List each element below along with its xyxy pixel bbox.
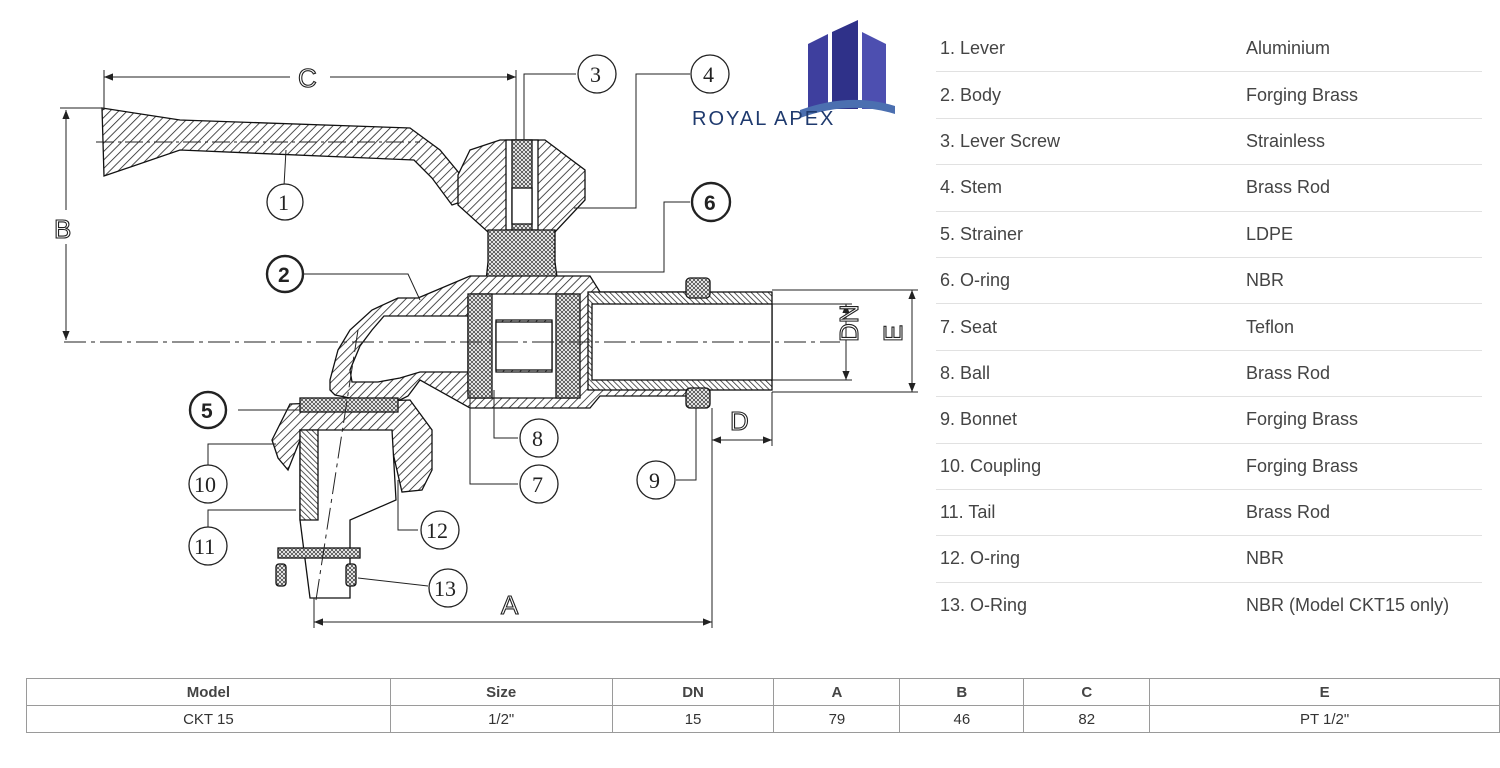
- royal-apex-logo: [800, 20, 895, 118]
- spec-cell: PT 1/2": [1149, 705, 1500, 733]
- svg-text:10: 10: [194, 472, 216, 497]
- part-name: 9. Bonnet: [940, 409, 1018, 430]
- spec-cell: 79: [773, 705, 901, 733]
- callout-1: 1: [266, 183, 304, 221]
- part-material: Brass Rod: [1246, 362, 1331, 383]
- callout-9: 9: [636, 460, 676, 500]
- part-material: Strainless: [1246, 130, 1326, 151]
- part-name: 12. O-ring: [940, 548, 1021, 569]
- part-row: 7. Seat Teflon: [936, 304, 1482, 351]
- logo-tower-left: [808, 34, 828, 109]
- callout-8: 8: [519, 418, 559, 458]
- part-row: 8. Ball Brass Rod: [936, 351, 1482, 398]
- svg-text:4: 4: [703, 62, 714, 87]
- part-row: 11. Tail Brass Rod: [936, 490, 1482, 537]
- svg-text:1: 1: [278, 190, 289, 215]
- spec-header: A: [773, 678, 901, 706]
- part-row: 4. Stem Brass Rod: [936, 165, 1482, 212]
- part-material: Forging Brass: [1246, 409, 1359, 430]
- part-name: 5. Strainer: [940, 223, 1024, 244]
- part-name: 13. O-Ring: [940, 594, 1028, 615]
- spec-header: Size: [389, 678, 613, 706]
- logo-tower-middle: [832, 20, 858, 109]
- part-row: 5. Strainer LDPE: [936, 212, 1482, 258]
- spec-header: C: [1023, 678, 1151, 706]
- part-row: 1. Lever Aluminium: [936, 26, 1482, 73]
- callout-5: 5: [188, 390, 228, 430]
- callout-6: 6: [690, 181, 732, 223]
- svg-text:12: 12: [426, 518, 448, 543]
- part-name: 8. Ball: [940, 362, 991, 383]
- callout-3: 3: [577, 54, 617, 94]
- dimension-a-label: A: [501, 590, 519, 620]
- logo-wave: [800, 99, 895, 118]
- coupling-shape: [271, 399, 433, 493]
- spec-cell: 82: [1023, 705, 1151, 733]
- part-name: 7. Seat: [940, 316, 998, 337]
- callout-12: 12: [420, 510, 460, 550]
- callout-11: 11: [188, 526, 228, 566]
- svg-text:9: 9: [649, 468, 660, 493]
- dimension-dn-label: DN: [834, 304, 864, 342]
- part-name: 10. Coupling: [940, 455, 1042, 476]
- part-material: Teflon: [1246, 316, 1295, 337]
- part-row: 12. O-ring NBR: [936, 536, 1482, 583]
- svg-text:5: 5: [201, 400, 213, 423]
- svg-text:13: 13: [434, 576, 456, 601]
- callout-4: 4: [690, 54, 730, 94]
- lever-shape: [101, 107, 480, 206]
- part-name: 11. Tail: [940, 502, 996, 523]
- part-name: 4. Stem: [940, 177, 1003, 198]
- callout-10: 10: [188, 464, 228, 504]
- dimension-d-label: D: [730, 406, 749, 436]
- dimension-c-label: C: [298, 63, 317, 93]
- callout-13: 13: [428, 568, 468, 608]
- part-row: 3. Lever Screw Strainless: [936, 119, 1482, 166]
- svg-text:8: 8: [532, 426, 543, 451]
- part-material: LDPE: [1246, 223, 1294, 244]
- part-name: 6. O-ring: [940, 270, 1011, 291]
- valve-cross-section-diagram: C B DN E D A 1 2 3 4 5 6 7 8 9 10 11 12 …: [53, 54, 918, 628]
- logo-brand-text: ROYAL APEX: [692, 108, 836, 130]
- part-row: 9. Bonnet Forging Brass: [936, 397, 1482, 444]
- svg-text:3: 3: [590, 62, 601, 87]
- part-name: 3. Lever Screw: [940, 130, 1061, 151]
- callout-2: 2: [265, 254, 305, 294]
- part-row: 10. Coupling Forging Brass: [936, 444, 1482, 490]
- part-material: NBR (Model CKT15 only): [1246, 594, 1450, 615]
- part-material: NBR: [1246, 548, 1285, 569]
- spec-cell: CKT 15: [26, 705, 391, 733]
- part-row: 13. O-Ring NBR (Model CKT15 only): [936, 583, 1482, 628]
- part-material: Brass Rod: [1246, 177, 1331, 198]
- svg-text:7: 7: [532, 472, 543, 497]
- part-material: Aluminium: [1246, 38, 1331, 59]
- part-material: Forging Brass: [1246, 455, 1359, 476]
- logo-tower-right: [862, 32, 886, 109]
- spec-header: B: [899, 678, 1025, 706]
- part-name: 2. Body: [940, 84, 1002, 105]
- dimension-e-label: E: [878, 325, 908, 342]
- callout-7: 7: [519, 464, 559, 504]
- svg-text:2: 2: [278, 264, 290, 287]
- part-row: 6. O-ring NBR: [936, 258, 1482, 305]
- part-name: 1. Lever: [940, 38, 1006, 59]
- spec-header: DN: [611, 678, 775, 706]
- spec-cell: 46: [899, 705, 1025, 733]
- spec-cell: 15: [611, 705, 775, 733]
- svg-text:11: 11: [194, 534, 215, 559]
- part-material: Forging Brass: [1246, 84, 1359, 105]
- dimension-b-label: B: [54, 214, 71, 244]
- spec-header: E: [1149, 678, 1500, 706]
- spec-header: Model: [26, 678, 391, 706]
- svg-text:6: 6: [704, 192, 716, 215]
- part-material: NBR: [1246, 270, 1285, 291]
- part-material: Brass Rod: [1246, 502, 1331, 523]
- part-row: 2. Body Forging Brass: [936, 72, 1482, 119]
- spec-cell: 1/2": [389, 705, 613, 733]
